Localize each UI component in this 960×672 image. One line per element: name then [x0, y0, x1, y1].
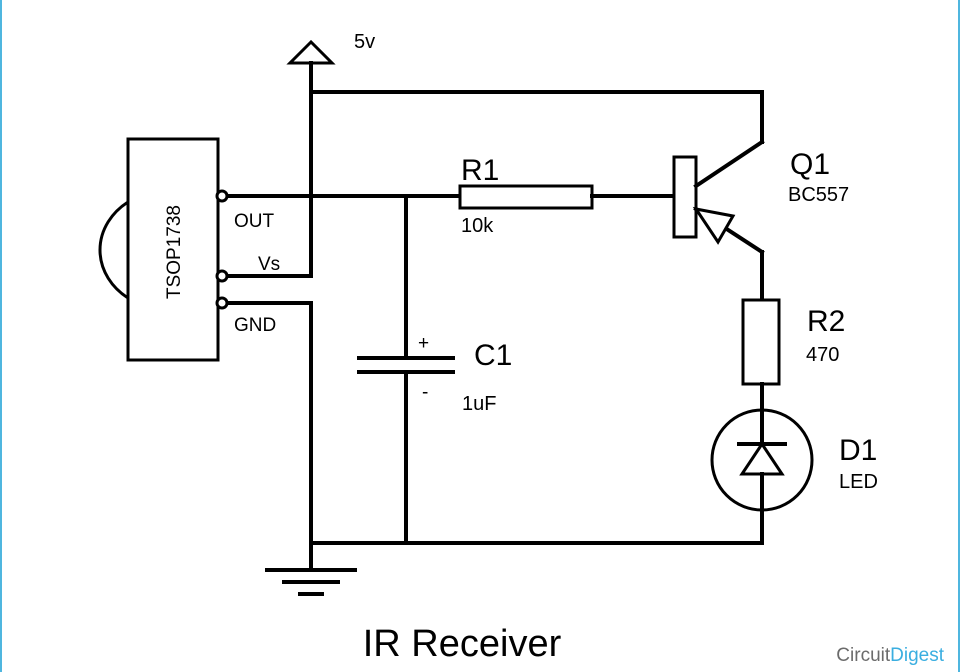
pin-out-label: OUT — [234, 211, 275, 232]
diagram-title: IR Receiver — [363, 623, 562, 665]
ground-symbol — [265, 568, 357, 596]
d1-value-label: LED — [839, 471, 878, 493]
r1-name-label: R1 — [461, 154, 499, 187]
resistor-r2 — [741, 298, 781, 432]
brand-logo-part2: Digest — [890, 645, 945, 666]
brand-logo: CircuitDigest — [836, 645, 944, 666]
q1-value-label: BC557 — [788, 184, 849, 206]
transistor-q1 — [672, 139, 765, 302]
c1-minus-label: - — [422, 382, 428, 403]
c1-plus-label: + — [418, 333, 429, 354]
supply-label: 5v — [354, 31, 375, 53]
r2-name-label: R2 — [807, 305, 845, 338]
pin-vs-label: Vs — [258, 254, 280, 275]
sensor-part-label: TSOP1738 — [164, 205, 185, 299]
r2-value-label: 470 — [806, 344, 839, 366]
led-d1 — [710, 408, 814, 545]
brand-logo-part1: Circuit — [836, 645, 891, 666]
c1-name-label: C1 — [474, 339, 512, 372]
capacitor-c1 — [357, 194, 455, 545]
c1-value-label: 1uF — [462, 393, 496, 415]
vcc-supply-symbol — [286, 39, 336, 278]
gnd-wire — [216, 301, 313, 570]
tsop1738-sensor — [98, 137, 229, 362]
q1-name-label: Q1 — [790, 148, 830, 181]
d1-name-label: D1 — [839, 434, 877, 467]
resistor-r1 — [458, 184, 676, 210]
pin-gnd-label: GND — [234, 315, 276, 336]
r1-value-label: 10k — [461, 215, 494, 237]
